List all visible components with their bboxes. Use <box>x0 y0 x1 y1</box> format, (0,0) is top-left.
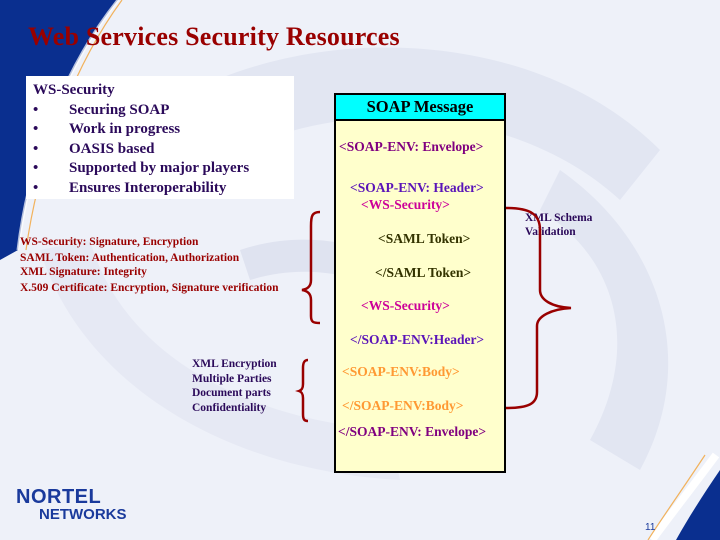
body-open-tag: <SOAP-ENV:Body> <box>342 364 460 379</box>
header-annotations: WS-Security: Signature, Encryption SAML … <box>20 234 279 296</box>
ws-security-heading: WS-Security <box>33 82 115 98</box>
nortel-networks-logo: NORTEL NETWORKS <box>16 487 127 523</box>
ws-security-close-tag: <WS-Security> <box>361 298 450 313</box>
soap-message-heading: SOAP Message <box>336 95 504 121</box>
list-item-text: Supported by major players <box>69 160 250 176</box>
annotation-saml-token: SAML Token: Authentication, Authorizatio… <box>20 252 240 264</box>
annotation-x509: X.509 Certificate: Encryption, Signature… <box>20 282 279 294</box>
schema-annotation: XML Schema Validation <box>525 212 592 239</box>
ws-security-open-tag: <WS-Security> <box>361 197 450 212</box>
list-item-text: OASIS based <box>69 140 155 157</box>
list-item-text: Work in progress <box>69 121 181 137</box>
annotation-ws-security: WS-Security: Signature, Encryption <box>20 236 199 248</box>
list-item: • Ensures Interoperability <box>33 179 294 199</box>
list-item: • Work in progress <box>33 120 294 140</box>
logo-line2: NETWORKS <box>39 506 127 523</box>
envelope-open-tag: <SOAP-ENV: Envelope> <box>339 139 484 154</box>
bullet-icon: • <box>33 101 39 118</box>
list-item: • OASIS based <box>33 140 294 160</box>
body-close-tag: </SOAP-ENV:Body> <box>342 398 464 413</box>
bullet-icon: • <box>33 160 39 176</box>
annotation-xml-signature: XML Signature: Integrity <box>20 266 147 278</box>
annotation-document-parts: Document parts <box>192 387 271 399</box>
body-annotations: XML Encryption Multiple Parties Document… <box>192 357 277 415</box>
page-number: 11 <box>645 522 656 533</box>
saml-token-open-tag: <SAML Token> <box>378 231 471 246</box>
annotation-xml-schema: XML Schema <box>525 212 593 224</box>
envelope-close-tag: </SOAP-ENV: Envelope> <box>338 424 487 439</box>
header-close-tag: </SOAP-ENV:Header> <box>350 332 485 347</box>
saml-token-close-tag: </SAML Token> <box>375 265 472 280</box>
annotation-confidentiality: Confidentiality <box>192 401 267 414</box>
ws-security-summary-box: WS-Security • Securing SOAP • Work in pr… <box>26 76 294 199</box>
annotation-xml-encryption: XML Encryption <box>192 358 277 370</box>
annotation-validation: Validation <box>525 225 576 238</box>
list-item-text: Securing SOAP <box>69 101 170 118</box>
logo-line1: NORTEL <box>16 486 102 508</box>
bullet-icon: • <box>33 179 39 196</box>
bullet-icon: • <box>33 121 39 137</box>
slide-title: Web Services Security Resources <box>28 22 400 51</box>
list-item: • Supported by major players <box>33 159 294 179</box>
soap-message-box: SOAP Message <SOAP-ENV: Envelope> <SOAP-… <box>334 93 506 473</box>
list-item: • Securing SOAP <box>33 101 294 121</box>
list-item-text: Ensures Interoperability <box>69 179 227 196</box>
annotation-multiple-parties: Multiple Parties <box>192 372 272 385</box>
bullet-icon: • <box>33 140 39 157</box>
header-open-tag: <SOAP-ENV: Header> <box>350 180 484 195</box>
